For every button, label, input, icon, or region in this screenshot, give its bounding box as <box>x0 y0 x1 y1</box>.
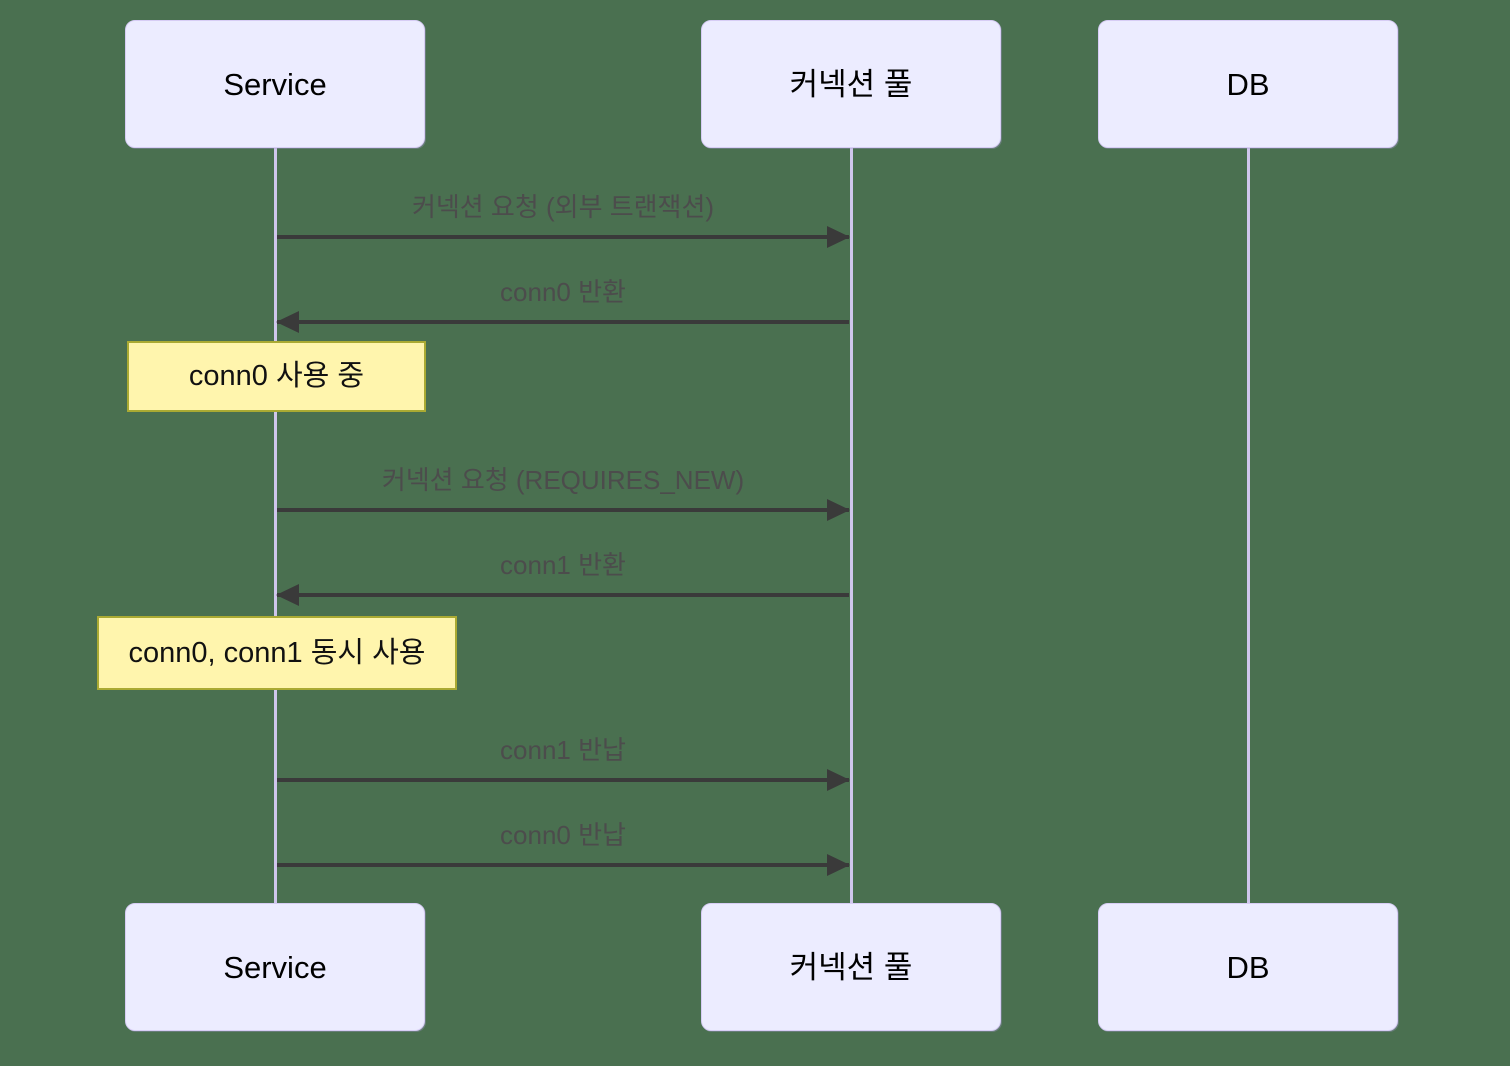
note-label: conn0 사용 중 <box>188 360 365 392</box>
message-line <box>277 320 849 324</box>
participant-service-bottom[interactable]: Service <box>125 903 425 1031</box>
message-label: 커넥션 요청 (REQUIRES_NEW) <box>381 465 745 495</box>
participant-pool-top[interactable]: 커넥션 풀 <box>701 20 1001 148</box>
arrowhead-right-icon <box>827 499 850 521</box>
message-label: conn0 반환 <box>500 277 626 307</box>
note-conn0-conn1-concurrent[interactable]: conn0, conn1 동시 사용 <box>97 616 457 690</box>
arrowhead-right-icon <box>827 769 850 791</box>
message-line <box>277 863 849 867</box>
participant-label: DB <box>1226 949 1270 985</box>
message-line <box>277 508 849 512</box>
participant-service-top[interactable]: Service <box>125 20 425 148</box>
lifeline-pool <box>850 148 853 903</box>
lifeline-service <box>274 148 277 903</box>
arrowhead-right-icon <box>827 854 850 876</box>
message-line <box>277 235 849 239</box>
participant-pool-bottom[interactable]: 커넥션 풀 <box>701 903 1001 1031</box>
note-conn0-in-use[interactable]: conn0 사용 중 <box>127 341 426 412</box>
message-label: conn1 반납 <box>500 735 626 765</box>
participant-label: Service <box>223 949 327 985</box>
participant-label: Service <box>223 66 327 102</box>
message-line <box>277 593 849 597</box>
participant-label: 커넥션 풀 <box>789 949 913 985</box>
arrowhead-left-icon <box>276 584 299 606</box>
arrowhead-left-icon <box>276 311 299 333</box>
message-line <box>277 778 849 782</box>
participant-db-top[interactable]: DB <box>1098 20 1398 148</box>
participant-label: DB <box>1226 66 1270 102</box>
message-label: conn0 반납 <box>500 820 626 850</box>
message-label: 커넥션 요청 (외부 트랜잭션) <box>411 192 715 222</box>
note-label: conn0, conn1 동시 사용 <box>128 636 426 669</box>
participant-db-bottom[interactable]: DB <box>1098 903 1398 1031</box>
message-label: conn1 반환 <box>500 550 626 580</box>
participant-label: 커넥션 풀 <box>789 66 913 102</box>
arrowhead-right-icon <box>827 226 850 248</box>
lifeline-db <box>1247 148 1250 903</box>
